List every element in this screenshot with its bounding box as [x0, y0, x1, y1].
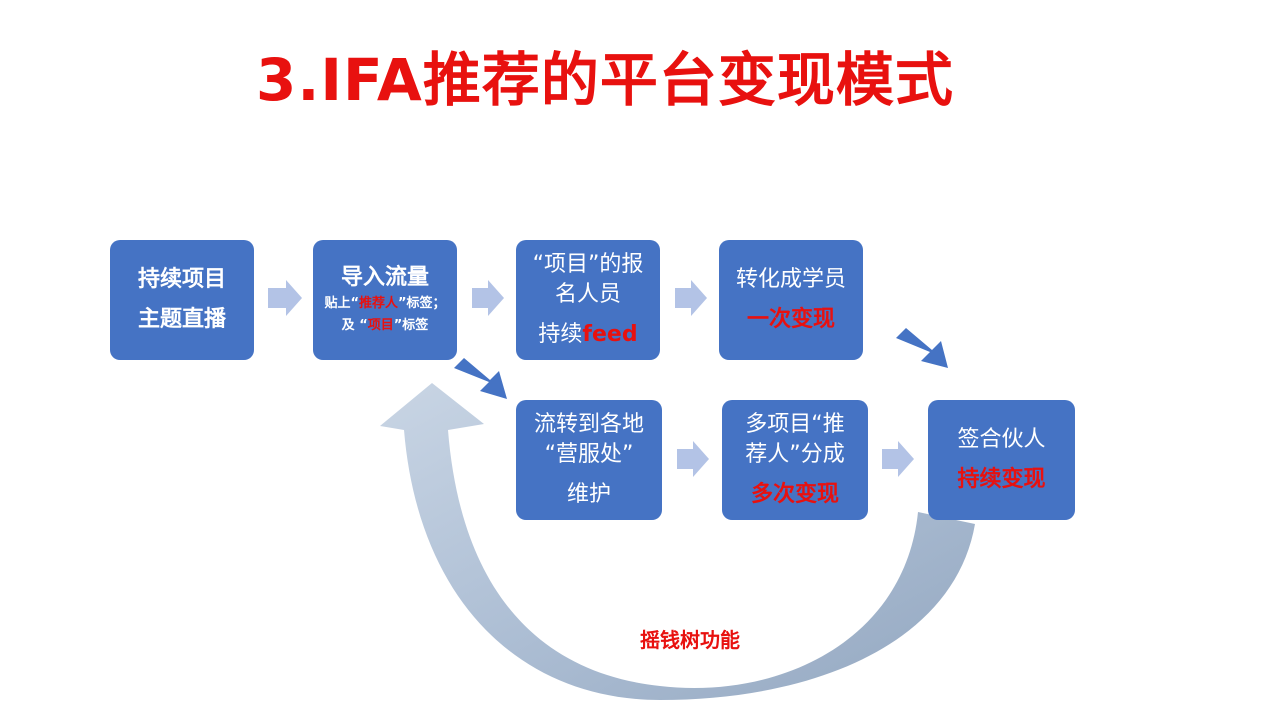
step-multi-project-share-line1: 多项目“推	[745, 412, 845, 437]
step-regional-service-line1: 流转到各地	[533, 412, 644, 437]
step-sign-partners-monetize: 持续变现	[957, 467, 1046, 492]
step-import-traffic-tag-recommender: 贴上“推荐人”标签；	[324, 296, 446, 311]
step-project-registrants-line2: 名人员	[554, 282, 621, 307]
step-regional-service-line3: 维护	[566, 482, 611, 507]
step-convert-students: 转化成学员 一次变现	[719, 240, 863, 360]
step-project-registrants: “项目”的报 名人员 持续feed	[516, 240, 660, 360]
page-title: 3.IFA推荐的平台变现模式	[256, 46, 954, 114]
step-live-broadcast-line1: 持续项目	[137, 267, 226, 292]
arrow-diagonal-flow	[454, 358, 507, 399]
step-project-registrants-line1: “项目”的报	[532, 252, 644, 277]
loop-arrow	[380, 383, 975, 700]
step-sign-partners-line1: 签合伙人	[957, 427, 1046, 452]
step-live-broadcast-line2: 主题直播	[137, 307, 226, 332]
arrow-right-3	[675, 280, 707, 316]
step-live-broadcast: 持续项目 主题直播	[110, 240, 254, 360]
arrow-right-2	[472, 280, 504, 316]
arrow-right-1	[268, 280, 302, 316]
step-regional-service: 流转到各地 “营服处” 维护	[516, 400, 662, 520]
step-regional-service-line2: “营服处”	[544, 442, 634, 467]
step-convert-students-monetize: 一次变现	[746, 307, 835, 332]
money-tree-label: 摇钱树功能	[640, 628, 740, 652]
arrow-diagonal-upgrade	[896, 328, 948, 368]
arrow-right-4	[677, 441, 709, 477]
step-multi-project-share-line2: 荐人”分成	[745, 442, 845, 467]
arrow-right-5	[882, 441, 914, 477]
step-import-traffic-tag-project: 及 “项目”标签	[341, 318, 429, 333]
step-sign-partners: 签合伙人 持续变现	[928, 400, 1075, 520]
step-multi-project-share: 多项目“推 荐人”分成 多次变现	[722, 400, 868, 520]
step-convert-students-line1: 转化成学员	[735, 267, 846, 292]
step-import-traffic-title: 导入流量	[340, 265, 429, 290]
step-import-traffic: 导入流量 贴上“推荐人”标签； 及 “项目”标签	[313, 240, 457, 360]
step-project-registrants-feed: 持续feed	[538, 322, 638, 347]
step-multi-project-share-monetize: 多次变现	[750, 482, 839, 507]
